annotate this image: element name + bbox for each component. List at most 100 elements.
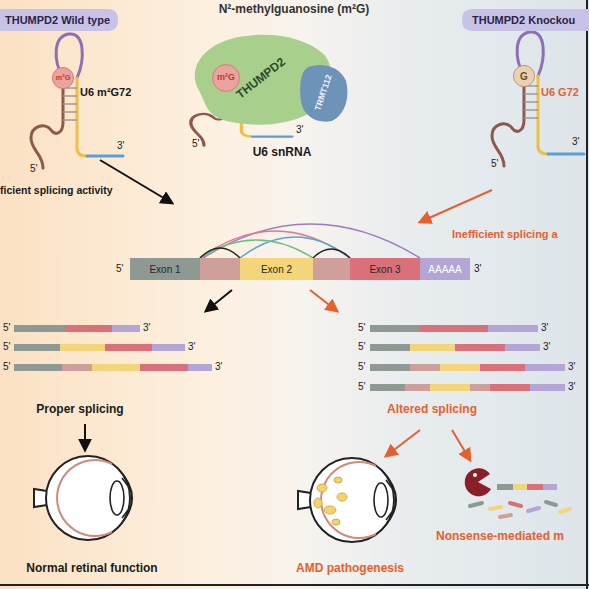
u6-knockout <box>492 32 584 166</box>
genotype-pill: THUMPD2 Knockou <box>462 9 589 31</box>
fragment-bar <box>513 484 527 490</box>
circle-shape <box>513 65 534 86</box>
end-label: 5' <box>358 381 365 393</box>
polya-bar <box>188 364 212 371</box>
intron-bar <box>410 364 440 371</box>
drusen-spot <box>337 493 347 501</box>
flow-arrow <box>206 290 232 311</box>
flow-arrow <box>84 424 86 450</box>
node-text: m²G <box>56 74 71 82</box>
end-label: 3' <box>215 361 222 373</box>
exon-bar <box>455 344 505 351</box>
fragment <box>528 508 539 511</box>
end-label: 3' <box>117 140 124 152</box>
polya-bar <box>488 325 538 332</box>
end-label: 5' <box>358 341 365 353</box>
fragment <box>546 502 556 505</box>
node-text: THUMPD2 Knockou <box>472 14 575 26</box>
splice-arc <box>203 224 420 258</box>
circle-shape <box>213 65 240 92</box>
node-text: Exon 3 <box>369 264 400 275</box>
exon-bar <box>490 384 530 391</box>
end-label: 5' <box>116 263 123 275</box>
rna-name: U6 snRNA <box>253 146 312 158</box>
exon-bar <box>420 325 488 332</box>
end-label: 5' <box>3 341 10 353</box>
end-label: 5' <box>3 322 10 334</box>
exon-bar <box>370 325 420 332</box>
exon-bar <box>370 364 410 371</box>
polya-box: AAAAA <box>420 258 470 280</box>
end-label: 3' <box>296 124 303 136</box>
end-label: 3' <box>568 361 575 373</box>
rect-shape <box>130 258 200 280</box>
node-text: THUMPD2 Wild type <box>5 14 110 26</box>
blob-shape <box>300 65 347 122</box>
splicing-note: Inefficient splicing a <box>452 228 558 240</box>
exon-bar <box>60 344 105 351</box>
mrna-proper <box>14 325 212 371</box>
exon-box: Exon 2 <box>240 258 313 280</box>
circle-shape <box>52 67 73 88</box>
caption-label: Nonsense-mediated m <box>436 530 564 542</box>
diagram-title: N²-methylguanosine (m²G) <box>219 2 370 16</box>
caption-label: Proper splicing <box>36 403 123 415</box>
pill-shape <box>462 9 589 31</box>
drusen-spot <box>324 506 336 514</box>
end-label: 3' <box>474 263 481 275</box>
fragment-bar <box>497 484 513 490</box>
splicing-note: ficient splicing activity <box>0 184 113 196</box>
end-label: 5' <box>192 138 199 150</box>
end-label: 3' <box>572 136 579 148</box>
rect-shape <box>240 258 313 280</box>
fragment <box>500 515 511 517</box>
end-label: 3' <box>568 381 575 393</box>
fragment <box>490 507 501 509</box>
node-text: Exon 2 <box>261 264 292 275</box>
end-label: 3' <box>143 322 150 334</box>
pacman-nuclease <box>465 468 491 496</box>
drusen-spot <box>332 519 340 525</box>
flow-arrow <box>420 190 492 222</box>
end-label: 3' <box>188 341 195 353</box>
intron <box>313 258 350 280</box>
mrna-altered <box>370 325 565 391</box>
node-text: m²G <box>217 73 235 83</box>
exon-bar <box>105 344 152 351</box>
exon-bar <box>410 344 455 351</box>
pacman-eye <box>473 473 477 477</box>
node-text: G <box>520 71 528 82</box>
end-label: 5' <box>358 322 365 334</box>
u6-wild-type <box>31 34 123 168</box>
intron-bar <box>470 384 490 391</box>
frame-line <box>586 0 588 589</box>
exon-bar <box>370 344 410 351</box>
intron-bar <box>405 384 430 391</box>
caption-label: AMD pathogenesis <box>296 562 404 574</box>
drusen-spot <box>334 477 342 483</box>
end-label: 5' <box>491 158 498 170</box>
modification-label: U6 G72 <box>541 86 579 98</box>
drusen-spot <box>317 484 327 492</box>
fragment-bar <box>543 484 557 490</box>
exon-bar <box>370 384 405 391</box>
exon-bar <box>65 325 112 332</box>
fragment <box>560 509 570 512</box>
flow-arrow <box>100 160 172 203</box>
cofactor-blob: TRMT112 <box>298 62 350 124</box>
fragment <box>470 503 482 506</box>
exon-bar <box>92 364 140 371</box>
polya-bar <box>530 384 565 391</box>
exon-bar <box>430 384 470 391</box>
exon-bar <box>14 344 60 351</box>
end-label: 5' <box>358 361 365 373</box>
pill-shape <box>0 9 118 31</box>
splice-arc <box>200 240 313 258</box>
fragment-bar <box>527 484 543 490</box>
end-label: 3' <box>541 322 548 334</box>
flow-arrow <box>310 290 337 311</box>
end-label: 3' <box>543 341 550 353</box>
polya-bar <box>112 325 140 332</box>
drusen <box>314 477 347 525</box>
genotype-pill: THUMPD2 Wild type <box>0 9 118 31</box>
